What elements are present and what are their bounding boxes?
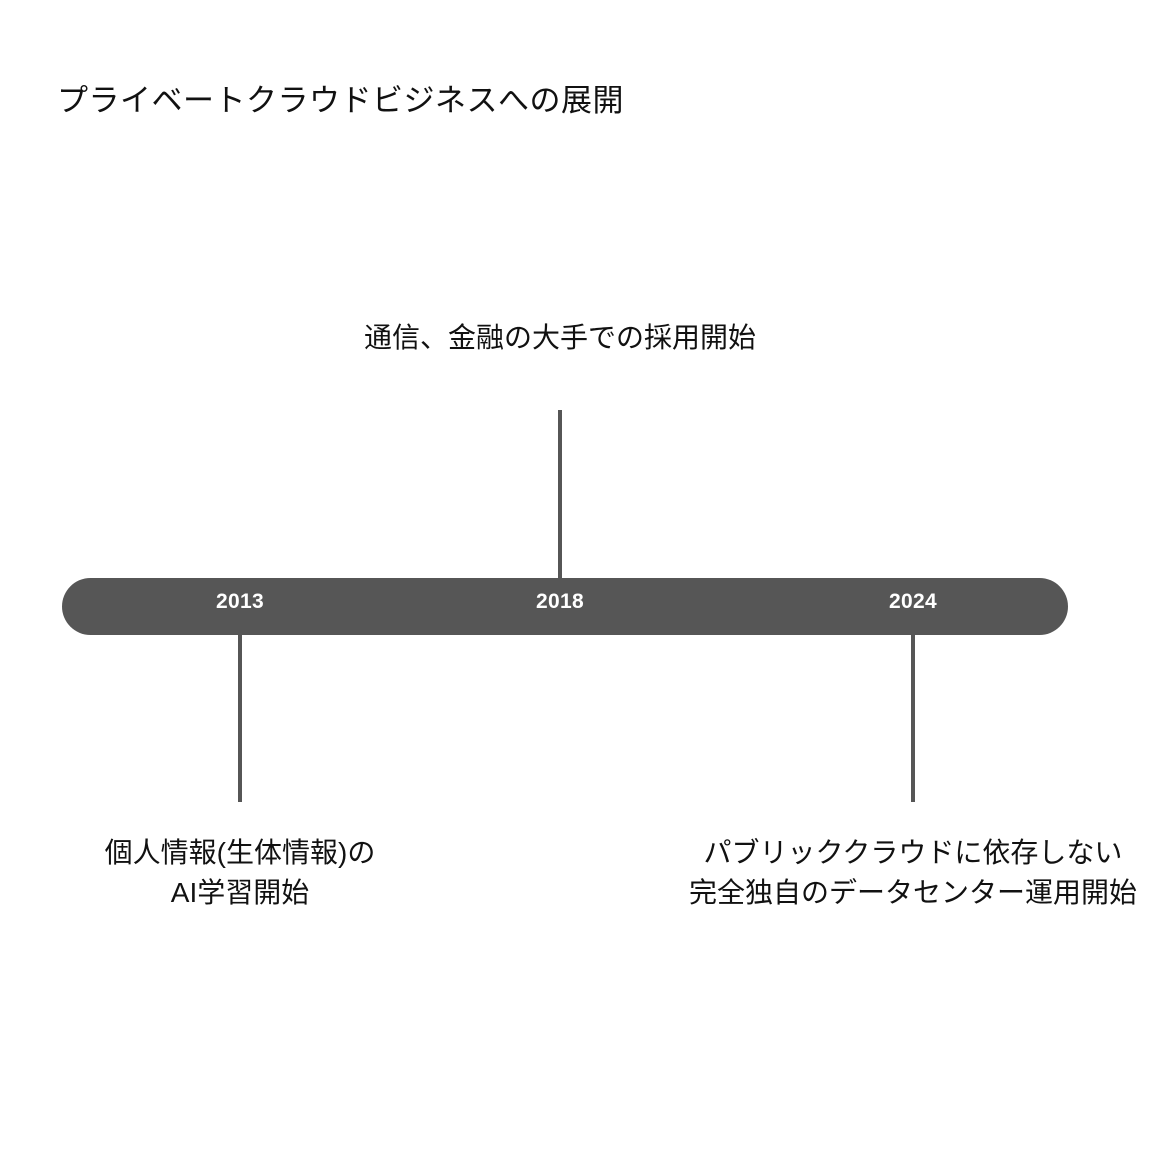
caption-line: 個人情報(生体情報)の bbox=[104, 837, 376, 868]
caption-line: AI学習開始 bbox=[170, 876, 310, 908]
timeline-bar bbox=[62, 578, 1068, 635]
connector-line-2024 bbox=[911, 632, 915, 802]
year-label-2024: 2024 bbox=[889, 590, 937, 613]
year-label-2018: 2018 bbox=[536, 590, 584, 613]
event-caption-2018: 通信、金融の大手での採用開始 bbox=[364, 318, 756, 358]
connector-line-2013 bbox=[238, 632, 242, 802]
caption-line: 完全独自のデータセンター運用開始 bbox=[688, 876, 1138, 908]
event-caption-2013: 個人情報(生体情報)の AI学習開始 bbox=[105, 833, 376, 913]
connector-line-2018 bbox=[558, 410, 562, 582]
event-caption-2024: パブリッククラウドに依存しない完全独自のデータセンター運用開始 bbox=[689, 833, 1137, 913]
year-label-2013: 2013 bbox=[216, 590, 264, 613]
caption-line: パブリッククラウドに依存しない bbox=[703, 837, 1123, 868]
page-title: プライベートクラウドビジネスへの展開 bbox=[57, 83, 624, 118]
caption-line: 通信、金融の大手での採用開始 bbox=[363, 322, 757, 353]
